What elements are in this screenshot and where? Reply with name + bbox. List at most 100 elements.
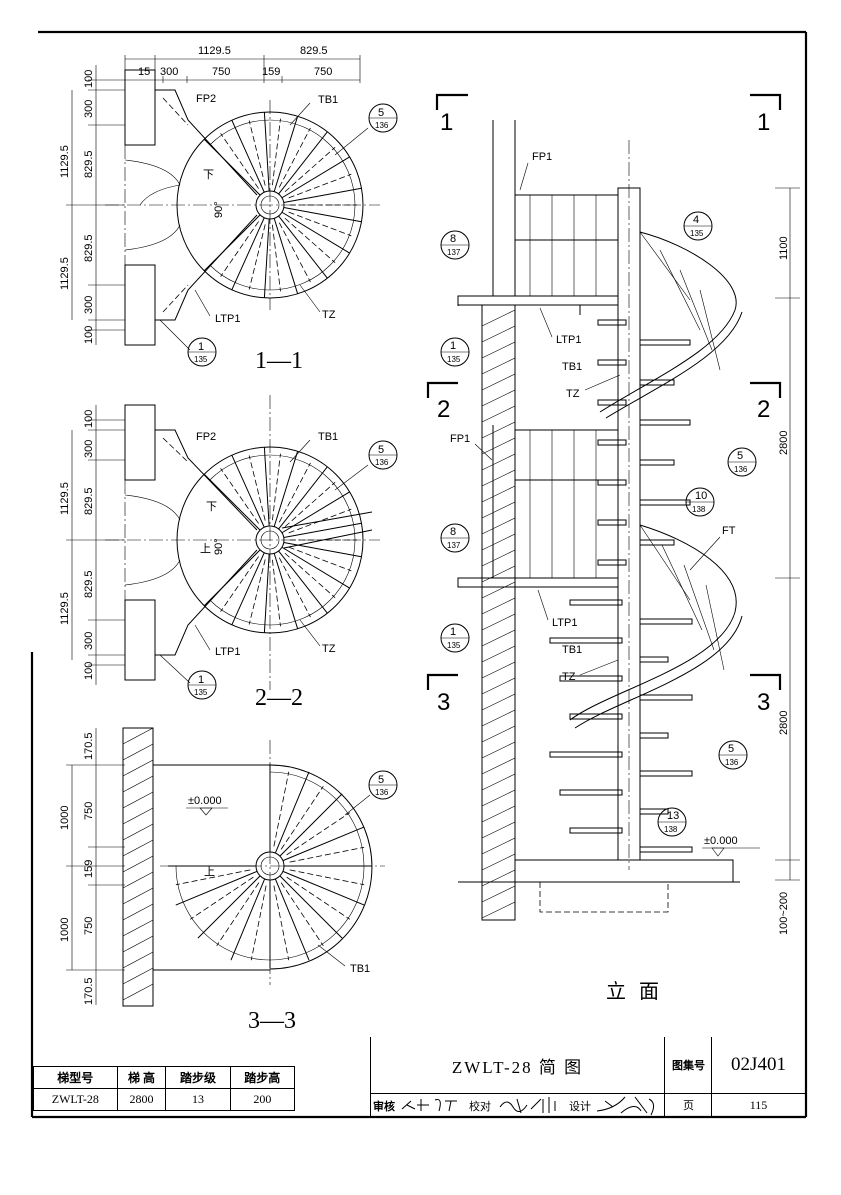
callout-number: 8	[450, 526, 456, 538]
hatch-line	[122, 791, 154, 809]
tread-hidden-edge	[289, 846, 365, 863]
page-number: 115	[711, 1093, 805, 1117]
spec-step-height: 200	[229, 1088, 296, 1111]
hatch-line	[481, 549, 516, 567]
spec-header-height: 梯 高	[116, 1066, 167, 1089]
tread-edge	[278, 550, 328, 614]
hatch-line	[122, 903, 154, 921]
dim-left-1: 170.5	[83, 732, 95, 760]
baluster	[679, 269, 713, 351]
dim-top-7: 750	[314, 66, 332, 78]
dim-right-4: 100~200	[778, 892, 790, 935]
hatch-line	[481, 789, 516, 807]
tread-edge	[281, 211, 350, 254]
tread-edge	[175, 870, 258, 906]
hatch-line	[122, 727, 154, 745]
plan-view-1-1: 1129.5 829.5 15 300 750 159 750 100 300 …	[59, 45, 398, 374]
tread-edge	[203, 138, 261, 196]
tread-hidden-edge	[272, 453, 281, 521]
callout-sheet: 135	[690, 229, 704, 238]
dim-right-3: 2800	[778, 711, 790, 735]
tread-hidden-edge	[273, 771, 290, 847]
railings	[515, 194, 725, 671]
tread-hidden-edge	[288, 211, 352, 237]
tread-edge	[278, 215, 328, 279]
tread-hidden-edge	[220, 468, 259, 524]
tread-hidden-edge	[288, 508, 352, 534]
spec-table-header: 梯型号 梯 高 踏步级 踏步高	[33, 1066, 296, 1089]
hatch-line	[122, 887, 154, 905]
tread-edge	[282, 826, 365, 862]
dim-left-1: 100	[83, 70, 95, 88]
tread-profile	[569, 827, 623, 834]
tread-hidden-edge	[289, 869, 365, 886]
tread-edge	[231, 217, 265, 291]
tread-profile	[549, 751, 623, 758]
dim-left-4: 159	[83, 860, 95, 878]
baluster	[659, 249, 701, 331]
callout-number: 10	[695, 490, 707, 502]
spec-table-row: ZWLT-28 2800 13 200	[33, 1088, 296, 1111]
tread-edge	[273, 116, 299, 192]
dim-top-5: 750	[212, 66, 230, 78]
label-fp1-lower: FP1	[450, 433, 470, 445]
callout-5-136: 5 136	[368, 770, 398, 800]
hatch-line	[481, 501, 516, 519]
tread-profile	[639, 539, 675, 546]
callout-number: 1	[450, 340, 456, 352]
callout-sheet: 138	[664, 825, 678, 834]
tread-profile	[639, 339, 691, 346]
hatch-line	[481, 853, 516, 871]
sheet-frame	[30, 30, 808, 1119]
dim-left-3: 1129.5	[59, 145, 71, 178]
label-fp2: FP2	[196, 93, 216, 105]
label-tz: TZ	[566, 388, 580, 400]
tread-hidden-edge	[284, 482, 336, 528]
label-level: ±0.000	[704, 835, 738, 847]
page-label: 页	[664, 1093, 712, 1117]
tread-edge	[281, 546, 350, 589]
hatch-line	[122, 839, 154, 857]
tread-profile	[569, 599, 623, 606]
svg-text:1: 1	[198, 341, 204, 353]
tread-hidden-edge	[278, 462, 311, 523]
tread-hidden-edge	[284, 552, 336, 598]
tread-edge	[283, 522, 362, 538]
tread-edge	[203, 214, 261, 272]
callout-sheet: 136	[734, 465, 748, 474]
hatch-line	[481, 821, 516, 839]
tread-hidden-edge	[248, 224, 266, 290]
tread-hidden-edge	[288, 173, 352, 199]
dim-left-3: 750	[83, 802, 95, 820]
dim-right-2: 2800	[778, 431, 790, 455]
label-tb1: TB1	[562, 361, 582, 373]
tread-hidden-edge	[216, 882, 260, 947]
hatch-line	[122, 855, 154, 873]
hatch-line	[481, 485, 516, 503]
hatch-line	[122, 919, 154, 937]
tread-edge	[278, 466, 328, 530]
dim-left-4: 829.5	[83, 150, 95, 178]
hatch-line	[481, 805, 516, 823]
callout-number: 5	[737, 450, 743, 462]
wall-hatch-3-3	[122, 727, 154, 1001]
svg-text:136: 136	[375, 788, 389, 797]
tread-edge	[263, 553, 270, 633]
hatch-line	[481, 597, 516, 615]
hatch-line	[122, 983, 154, 1001]
label-tb1: TB1	[350, 963, 370, 975]
tread-profile	[597, 359, 627, 366]
tread-hidden-edge	[272, 559, 281, 627]
hatch-line	[481, 709, 516, 727]
tread-edge	[230, 878, 266, 961]
tread-hidden-edge	[248, 559, 266, 625]
check-signature	[499, 1097, 556, 1114]
label-tb1-lower: TB1	[562, 644, 582, 656]
section-mark-3-left: 3	[437, 689, 450, 716]
